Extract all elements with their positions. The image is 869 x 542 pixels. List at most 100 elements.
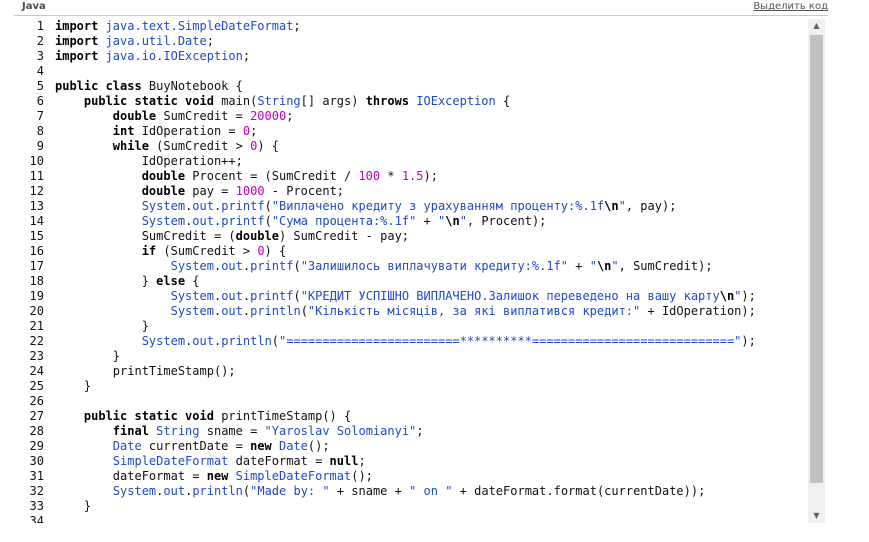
code-token: } <box>55 274 157 288</box>
code-token: public static void <box>83 409 222 423</box>
line-number: 1 <box>36 19 44 33</box>
code-token <box>55 124 113 138</box>
line-number: 29 <box>29 439 44 453</box>
code-token <box>55 304 171 318</box>
code-token: public static void <box>83 94 222 108</box>
code-token: " <box>459 214 467 228</box>
line-code: printTimeStamp(); <box>55 364 236 379</box>
scrollbar-thumb[interactable] <box>810 35 823 483</box>
line-number: 28 <box>29 424 44 438</box>
vertical-scrollbar[interactable]: ▲ ▼ <box>808 19 825 523</box>
code-line: 34 <box>20 514 808 523</box>
code-line: 8 int IdOperation = 0; <box>20 124 808 139</box>
code-token: SumCredit = ( <box>55 229 236 243</box>
scroll-down-arrow-icon[interactable]: ▼ <box>813 511 820 520</box>
line-number: 2 <box>36 34 44 48</box>
code-token: "Виплачено кредиту з урахуванням процент… <box>271 199 605 213</box>
code-token: (); <box>351 469 373 483</box>
line-number: 32 <box>29 484 44 498</box>
code-token: import <box>55 19 106 33</box>
code-token: println <box>250 304 301 318</box>
line-code: } <box>55 379 91 394</box>
line-number: 25 <box>29 379 44 393</box>
code-token: IdOperation = <box>141 124 243 138</box>
line-code: } <box>55 319 149 334</box>
line-number: 33 <box>29 499 44 513</box>
code-token: , pay); <box>625 199 677 213</box>
code-token: (SumCredit > <box>156 139 251 153</box>
line-code: System.out.println("====================… <box>55 334 756 349</box>
line-number: 15 <box>29 229 44 243</box>
code-line: 18 } else { <box>20 274 808 289</box>
code-token: . <box>213 334 222 348</box>
code-line: 20 System.out.println("Кількість місяців… <box>20 304 808 319</box>
scroll-up-arrow-icon[interactable]: ▲ <box>813 21 820 30</box>
code-token: final <box>112 424 157 438</box>
code-token: System <box>170 259 214 273</box>
line-code: while (SumCredit > 0) { <box>55 139 279 154</box>
code-token: out <box>192 199 214 213</box>
code-line: 12 double pay = 1000 - Procent; <box>20 184 808 199</box>
code-token: " on " <box>409 484 453 498</box>
code-token: + IdOperation); <box>640 304 756 318</box>
code-line: 11 double Procent = (SumCredit / 100 * 1… <box>20 169 808 184</box>
line-number: 24 <box>29 364 44 378</box>
select-code-link[interactable]: Выделить код <box>753 1 828 12</box>
code-token: if <box>141 244 164 258</box>
code-line: 19 System.out.printf("КРЕДИТ УСПІШНО ВИП… <box>20 289 808 304</box>
code-token: printf <box>221 199 265 213</box>
line-code: System.out.printf("Виплачено кредиту з у… <box>55 199 677 214</box>
line-number: 20 <box>29 304 44 318</box>
line-code: System.out.println("Made by: " + sname +… <box>55 484 706 499</box>
line-code: System.out.printf("Залишилось виплачуват… <box>55 259 713 274</box>
line-code: if (SumCredit > 0) { <box>55 244 287 259</box>
code-token <box>55 334 142 348</box>
language-label: Java <box>22 1 46 12</box>
line-code: int IdOperation = 0; <box>55 124 258 139</box>
code-token: ) SumCredit - pay; <box>278 229 410 243</box>
code-token: System <box>141 214 186 228</box>
code-token: ; <box>242 49 251 63</box>
code-token: 0 <box>250 139 258 153</box>
code-token: (SumCredit > <box>163 244 258 258</box>
code-token: ); <box>741 334 756 348</box>
line-code: System.out.println("Кількість місяців, з… <box>55 304 756 319</box>
code-token: ; <box>293 19 301 33</box>
line-number: 21 <box>29 319 44 333</box>
line-code: import java.io.IOException; <box>55 49 250 64</box>
code-line: 6 public static void main(String[] args)… <box>20 94 808 109</box>
code-token: ; <box>250 124 258 138</box>
code-token <box>55 244 142 258</box>
line-number: 11 <box>29 169 44 183</box>
line-code: final String sname = "Yaroslav Solomiany… <box>55 424 424 439</box>
code-token: println <box>192 484 243 498</box>
code-token: . <box>242 289 251 303</box>
line-code: } <box>55 349 120 364</box>
line-number: 9 <box>36 139 44 153</box>
code-token: ( <box>271 334 280 348</box>
code-token: java.util.Date <box>105 34 207 48</box>
line-code: } else { <box>55 274 200 289</box>
line-code: double Procent = (SumCredit / 100 * 1.5)… <box>55 169 438 184</box>
code-token: System <box>112 484 157 498</box>
code-token: "Сума процента:%.1f" <box>271 214 417 228</box>
line-number: 7 <box>36 109 44 123</box>
code-line: 13 System.out.printf("Виплачено кредиту … <box>20 199 808 214</box>
code-token: throws <box>365 94 417 108</box>
line-number: 5 <box>36 79 44 93</box>
code-token: dateFormat = <box>55 469 207 483</box>
code-token: SumCredit = <box>163 109 251 123</box>
code-token: \n <box>445 214 460 228</box>
code-token: Date <box>112 439 142 453</box>
code-token: double <box>235 229 279 243</box>
code-token: } <box>55 499 92 513</box>
code-token: Date <box>278 439 308 453</box>
code-token: double <box>141 184 193 198</box>
code-token: double <box>112 109 164 123</box>
code-token <box>55 409 84 423</box>
line-code: import java.text.SimpleDateFormat; <box>55 19 301 34</box>
